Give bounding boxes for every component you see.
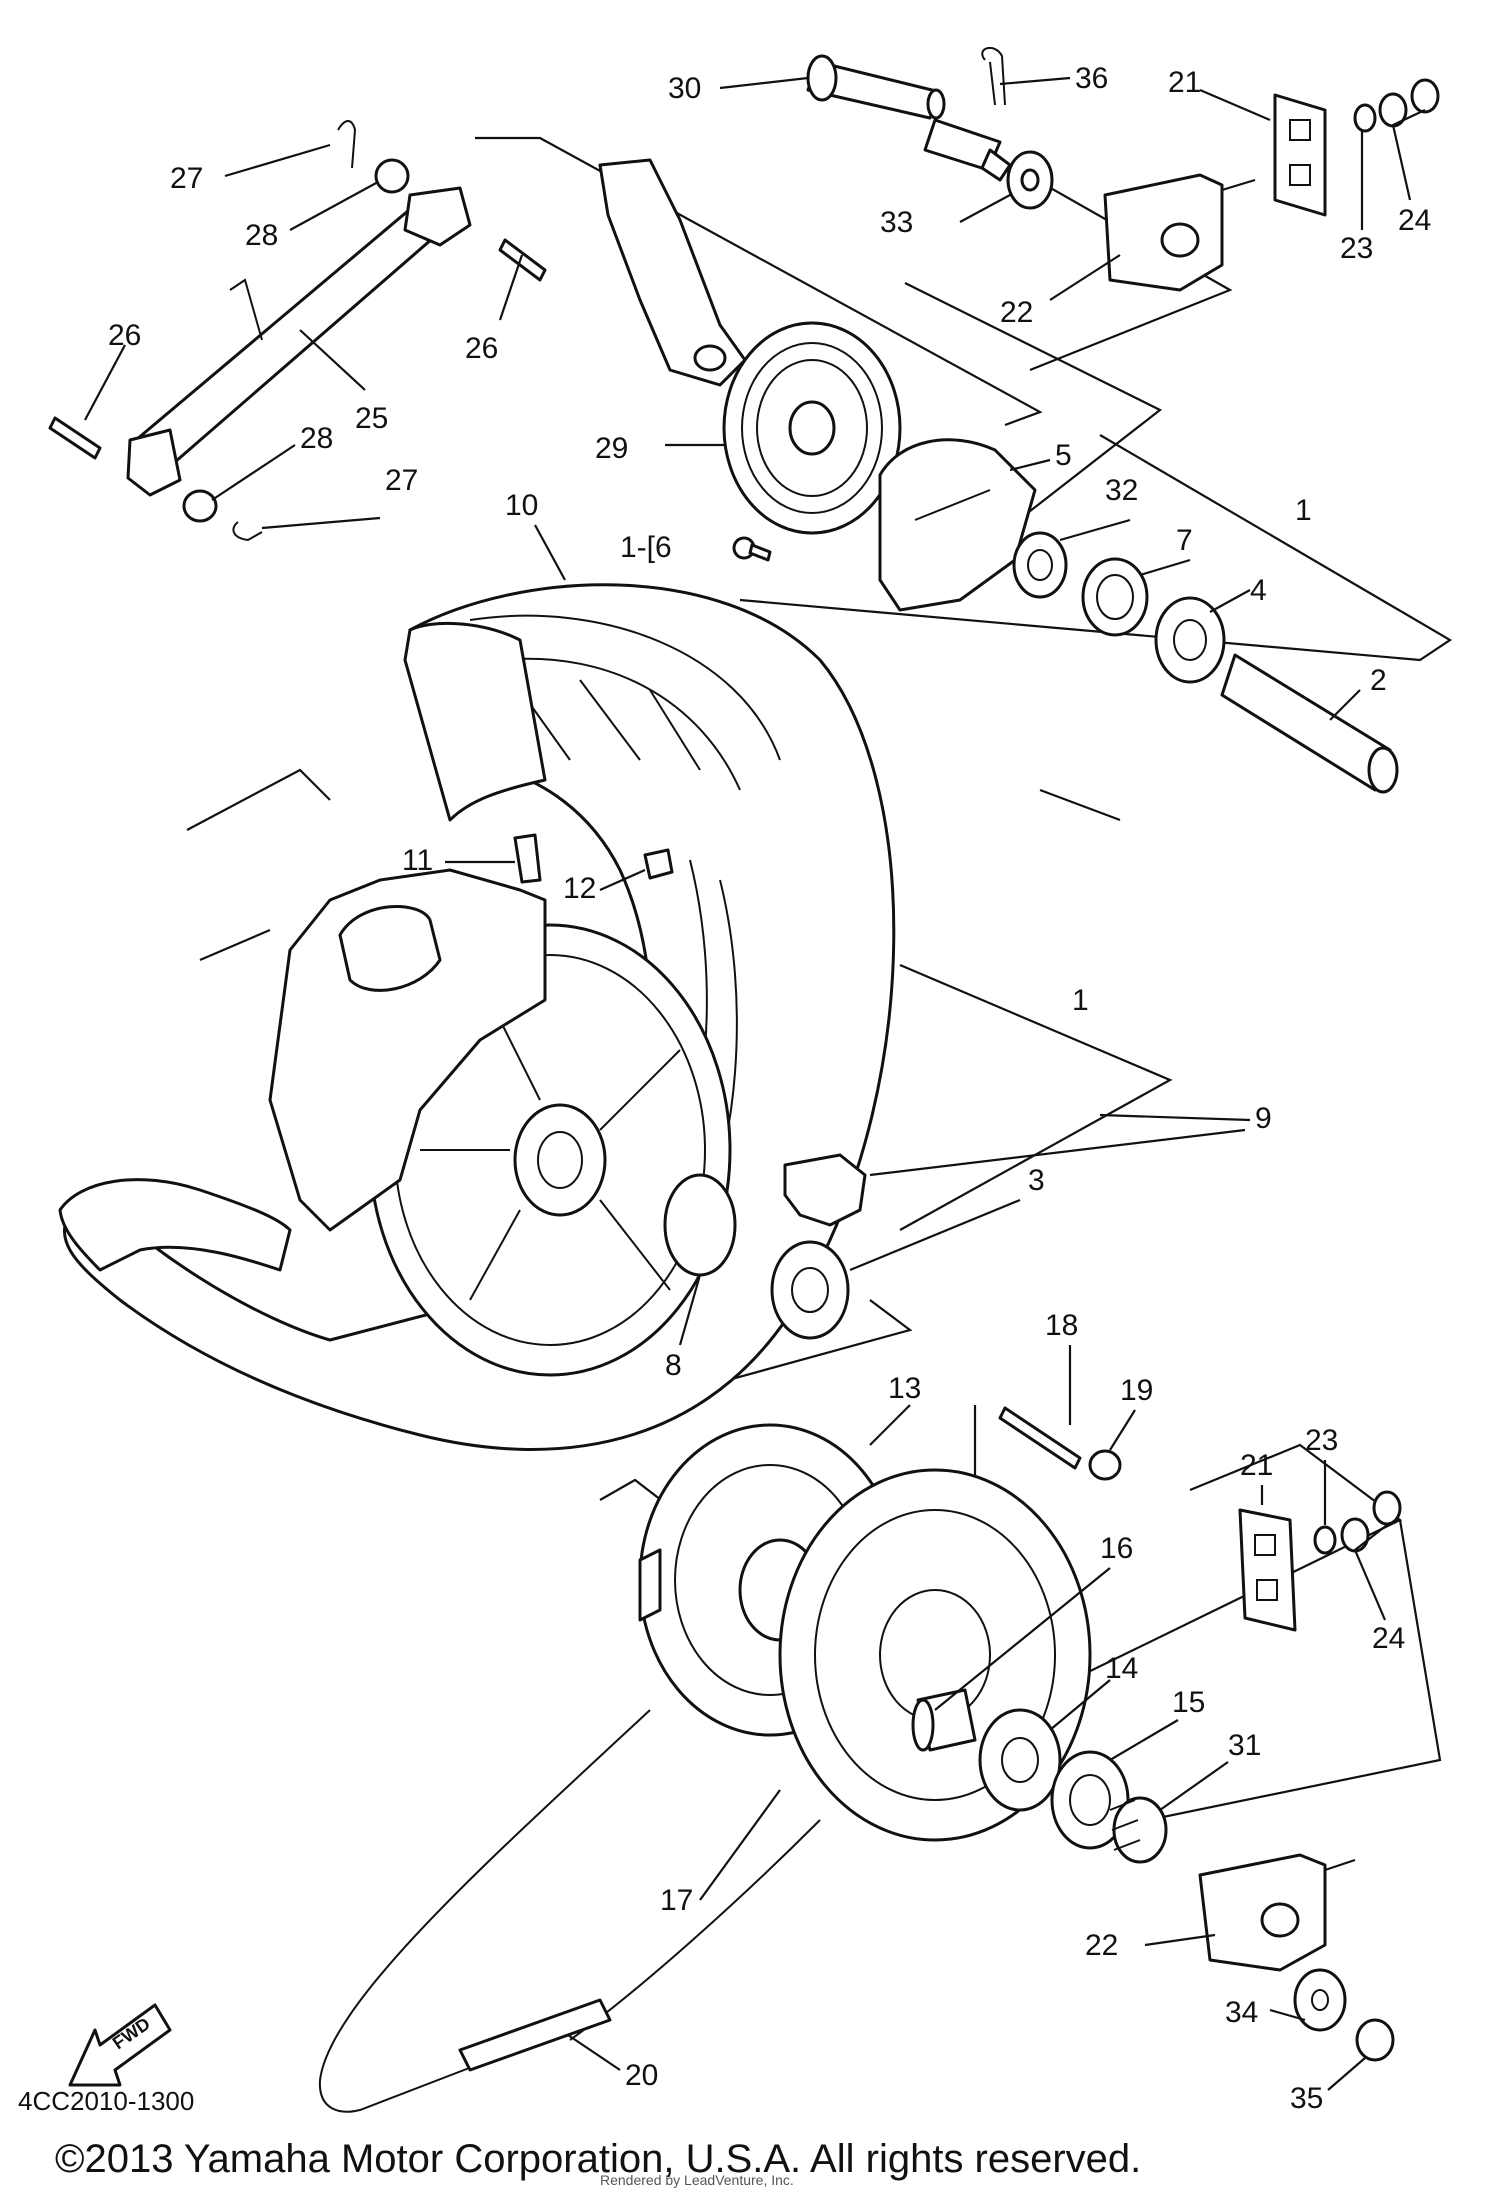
callout-29: 29 <box>595 432 628 465</box>
callout-11: 11 <box>402 844 433 877</box>
collar-part <box>911 1688 977 1752</box>
callout-7: 7 <box>1176 524 1193 557</box>
sprocket-nut-part <box>1088 1449 1122 1481</box>
callout-1-top: 1 <box>1295 494 1312 527</box>
cotter-pin-small-part <box>232 120 357 542</box>
bearing-lower-part <box>770 1240 850 1340</box>
callout-16: 16 <box>1100 1532 1133 1565</box>
adjuster-plate-top-part <box>1273 93 1327 217</box>
callout-14: 14 <box>1105 1652 1138 1685</box>
callout-24-bottom: 24 <box>1372 1622 1405 1655</box>
callout-20: 20 <box>625 2059 658 2092</box>
chain-puller-top-part <box>1103 173 1256 292</box>
diagram-part-code: 4CC2010-1300 <box>18 2086 194 2116</box>
callout-6: 1-[6 <box>620 531 672 564</box>
chain-puller-lower-part <box>1198 1853 1356 1972</box>
callout-17: 17 <box>660 1884 693 1917</box>
axle-spacer-part <box>1220 653 1399 794</box>
callout-labels: 30 36 21 27 28 33 23 24 22 26 26 25 28 2… <box>108 62 1431 2115</box>
callout-36: 36 <box>1075 62 1108 95</box>
pivot-shaft-part <box>806 54 1012 182</box>
oil-seal-part <box>1081 557 1149 637</box>
tire-cutaway-part <box>58 622 547 1272</box>
callout-23-top: 23 <box>1340 232 1373 265</box>
callout-31: 31 <box>1228 1729 1261 1762</box>
tension-bar-part <box>126 186 472 497</box>
brake-drum-part <box>722 321 902 535</box>
copyright-notice: ©2013 Yamaha Motor Corporation, U.S.A. A… <box>55 2137 1141 2181</box>
balance-weight-part <box>643 848 674 880</box>
stud-bolt-part <box>998 1406 1082 1470</box>
callout-25: 25 <box>355 402 388 435</box>
drive-chain-part <box>318 1709 821 2113</box>
callout-8: 8 <box>665 1349 682 1382</box>
callout-1-middle: 1 <box>1072 984 1089 1017</box>
callout-33: 33 <box>880 206 913 239</box>
callout-24-top: 24 <box>1398 204 1431 237</box>
washer-part <box>1006 150 1054 210</box>
adjuster-plate-lower-part <box>1238 1508 1297 1632</box>
callout-19: 19 <box>1120 1374 1153 1407</box>
forward-arrow-icon: FWD <box>68 2003 172 2087</box>
callout-9: 9 <box>1255 1102 1272 1135</box>
damper-part <box>783 1153 867 1227</box>
callout-2: 2 <box>1370 664 1387 697</box>
bearing-part <box>1154 596 1226 684</box>
spacer-part <box>1012 531 1068 599</box>
washer-lower-part <box>1293 1968 1347 2032</box>
callout-26-right: 26 <box>465 332 498 365</box>
caliper-bracket-part <box>598 158 747 387</box>
rendered-by-note: Rendered by LeadVenture, Inc. <box>600 2172 794 2188</box>
callout-15: 15 <box>1172 1686 1205 1719</box>
valve-stem-part <box>513 833 542 884</box>
callout-27-bottom: 27 <box>385 464 418 497</box>
callout-12: 12 <box>563 872 596 905</box>
nut-part <box>182 158 410 523</box>
o-ring-part <box>663 1173 737 1277</box>
callout-27-top: 27 <box>170 162 203 195</box>
axle-nut-part <box>1355 2018 1395 2062</box>
shoe-plate-part <box>878 438 1037 612</box>
callout-18: 18 <box>1045 1309 1078 1342</box>
callout-34: 34 <box>1225 1996 1258 2029</box>
bolt-part <box>48 238 547 460</box>
callout-23-bottom: 23 <box>1305 1424 1338 1457</box>
callout-32: 32 <box>1105 474 1138 507</box>
leader-lines <box>84 76 1426 2091</box>
callout-10: 10 <box>505 489 538 522</box>
callout-21-top: 21 <box>1168 66 1201 99</box>
cotter-pin-part <box>981 46 1006 106</box>
callout-26-left: 26 <box>108 319 141 352</box>
callout-30: 30 <box>668 72 701 105</box>
hub-housing-part <box>268 868 547 1232</box>
callout-22-top: 22 <box>1000 296 1033 329</box>
spacer-sprocket-part <box>1109 1796 1168 1864</box>
callout-5: 5 <box>1055 439 1072 472</box>
bearing-sprocket-part <box>978 1708 1062 1812</box>
washer-nut-lower-part <box>1313 1490 1402 1555</box>
callout-3: 3 <box>1028 1164 1045 1197</box>
callout-28-top: 28 <box>245 219 278 252</box>
callout-13: 13 <box>888 1372 921 1405</box>
callout-22-bottom: 22 <box>1085 1929 1118 1962</box>
bolt-small-part <box>732 536 772 562</box>
callout-28-bottom: 28 <box>300 422 333 455</box>
callout-21-bottom: 21 <box>1240 1449 1273 1482</box>
callout-35: 35 <box>1290 2082 1323 2115</box>
callout-4: 4 <box>1250 574 1267 607</box>
